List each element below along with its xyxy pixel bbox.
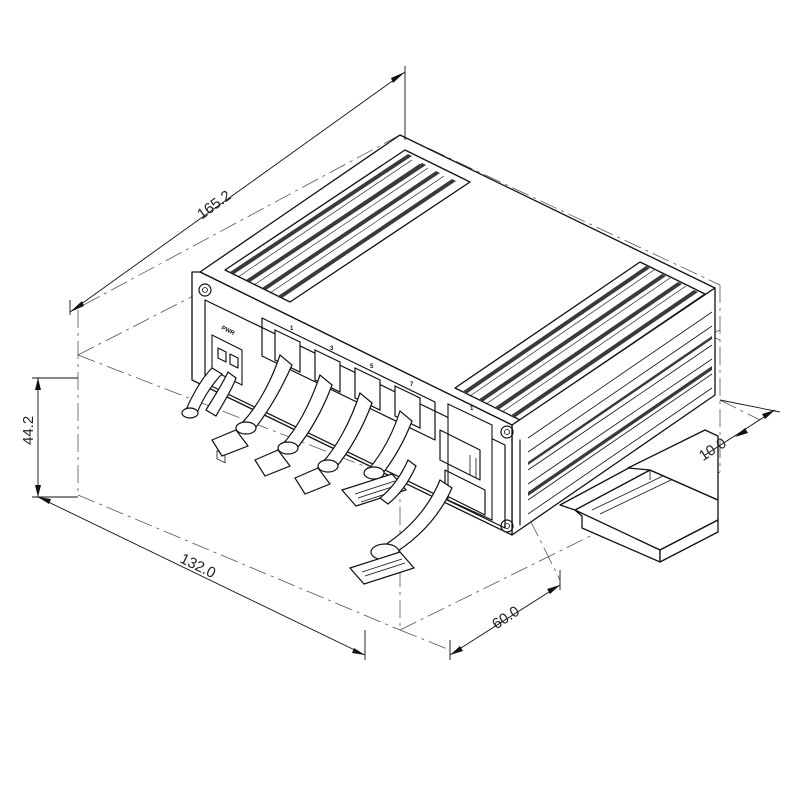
device-front: PWR 1 3 5 7 1 xyxy=(191,271,514,536)
sfp-port-label: 1 xyxy=(470,406,474,412)
cables xyxy=(181,329,453,585)
screw-top-right xyxy=(500,425,514,439)
depth-value: 60.0 xyxy=(489,603,523,633)
port-label-5: 5 xyxy=(370,364,374,370)
width-value: 132.0 xyxy=(177,550,218,582)
dimension-height: 44.2 xyxy=(20,377,78,498)
dimension-width: 132.0 xyxy=(37,496,366,660)
port-label-7: 7 xyxy=(410,382,414,388)
port-label-1: 1 xyxy=(290,326,294,332)
power-label: PWR xyxy=(220,325,236,337)
length-value: 165.2 xyxy=(194,187,234,223)
screw-bottom-right xyxy=(500,519,514,533)
rj45-port-bank: 1 3 5 7 xyxy=(261,317,436,441)
height-value: 44.2 xyxy=(20,416,37,445)
din-rail xyxy=(559,429,719,563)
dimension-depth: 60.0 xyxy=(449,570,561,660)
device-side xyxy=(511,287,716,536)
screw-top-left xyxy=(198,283,212,297)
port-label-3: 3 xyxy=(330,346,334,352)
device-housing xyxy=(199,134,716,426)
